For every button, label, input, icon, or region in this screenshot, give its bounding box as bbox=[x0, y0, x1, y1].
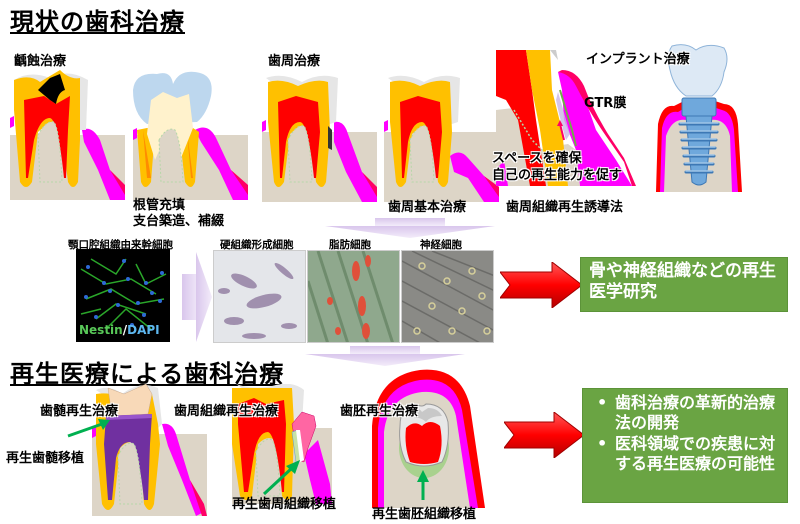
tooth-germ-transplant-label: 再生歯胚組織移植 bbox=[372, 507, 477, 522]
regenerative-research-text: 骨や神経組織などの再生医学研究 bbox=[589, 261, 776, 302]
regenerative-outcomes-box: 歯科治療の革新的治療法の開発 医科領域での疾患に対する再生医療の可能性 bbox=[582, 388, 788, 503]
neuron-micrograph bbox=[401, 250, 494, 343]
flow-arrow-right-differentiation bbox=[182, 252, 212, 342]
dapi-stain-label: DAPI bbox=[127, 323, 160, 337]
pulp-transplant-label: 再生歯髄移植 bbox=[6, 451, 85, 466]
tooth-basic-periodontal-therapy-illustration bbox=[384, 72, 499, 202]
stain-separator: / bbox=[122, 323, 128, 337]
outcome-item: 医科領域での疾患に対する再生医療の可能性 bbox=[589, 434, 781, 474]
periodontal-treatment-label: 歯周治療 bbox=[268, 54, 321, 69]
flow-arrow-down-bottom bbox=[305, 346, 465, 366]
periodontal-regeneration-label: 歯周組織再生治療 bbox=[174, 404, 279, 419]
tooth-root-canal-illustration bbox=[133, 70, 248, 200]
periodontal-transplant-arrow bbox=[262, 460, 302, 496]
gtr-annotation-line1: スペースを確保 bbox=[492, 151, 582, 166]
root-canal-filling-label: 根管充填 bbox=[133, 198, 186, 213]
red-arrow-to-research bbox=[500, 262, 582, 308]
red-arrow-to-outcomes bbox=[504, 412, 584, 458]
section-title-regenerative: 再生医療による歯科治療 bbox=[10, 360, 285, 388]
section-title-current: 現状の歯科治療 bbox=[10, 8, 185, 36]
basic-periodontal-therapy-label: 歯周基本治療 bbox=[388, 200, 467, 215]
tooth-pulp-regeneration-illustration bbox=[92, 384, 207, 516]
gtr-illustration bbox=[496, 50, 636, 186]
tooth-periodontal-disease-illustration bbox=[262, 72, 377, 202]
gtr-annotation-line2: 自己の再生能力を促す bbox=[492, 168, 623, 183]
caries-treatment-label: 齲蝕治療 bbox=[14, 54, 67, 69]
flow-arrow-down-top bbox=[325, 218, 495, 238]
pulp-regeneration-label: 歯髄再生治療 bbox=[40, 404, 119, 419]
hard-tissue-cell-label: 硬組織形成細胞 bbox=[220, 239, 294, 251]
implant-illustration bbox=[652, 44, 742, 192]
gtr-procedure-label: 歯周組織再生誘導法 bbox=[506, 200, 624, 215]
hard-tissue-micrograph bbox=[213, 250, 306, 343]
adipocyte-label: 脂肪細胞 bbox=[329, 239, 371, 251]
tooth-periodontal-regeneration-illustration bbox=[232, 384, 332, 504]
adipocyte-micrograph bbox=[307, 250, 400, 343]
nestin-dapi-micrograph: Nestin/DAPI bbox=[76, 249, 170, 342]
tooth-caries-illustration bbox=[10, 70, 125, 200]
gtr-membrane-label: GTR膜 bbox=[584, 96, 627, 111]
tooth-germ-regeneration-label: 歯胚再生治療 bbox=[340, 404, 419, 419]
outcome-item: 歯科治療の革新的治療法の開発 bbox=[589, 393, 781, 433]
tooth-germ-transplant-arrow bbox=[417, 470, 429, 500]
nestin-stain-label: Nestin bbox=[79, 323, 123, 337]
neuron-label: 神経細胞 bbox=[420, 239, 462, 251]
core-buildup-prosthesis-label: 支台築造、補綴 bbox=[133, 214, 225, 229]
pulp-transplant-arrow bbox=[66, 416, 112, 440]
implant-treatment-label: インプラント治療 bbox=[586, 52, 690, 67]
periodontal-transplant-label: 再生歯周組織移植 bbox=[232, 497, 337, 512]
regenerative-research-box: 骨や神経組織などの再生医学研究 bbox=[580, 257, 788, 312]
outcomes-list: 歯科治療の革新的治療法の開発 医科領域での疾患に対する再生医療の可能性 bbox=[589, 393, 781, 474]
stem-cell-label: 顎口腔組織由来幹細胞 bbox=[68, 239, 173, 251]
tooth-germ-regeneration-illustration bbox=[370, 366, 485, 508]
